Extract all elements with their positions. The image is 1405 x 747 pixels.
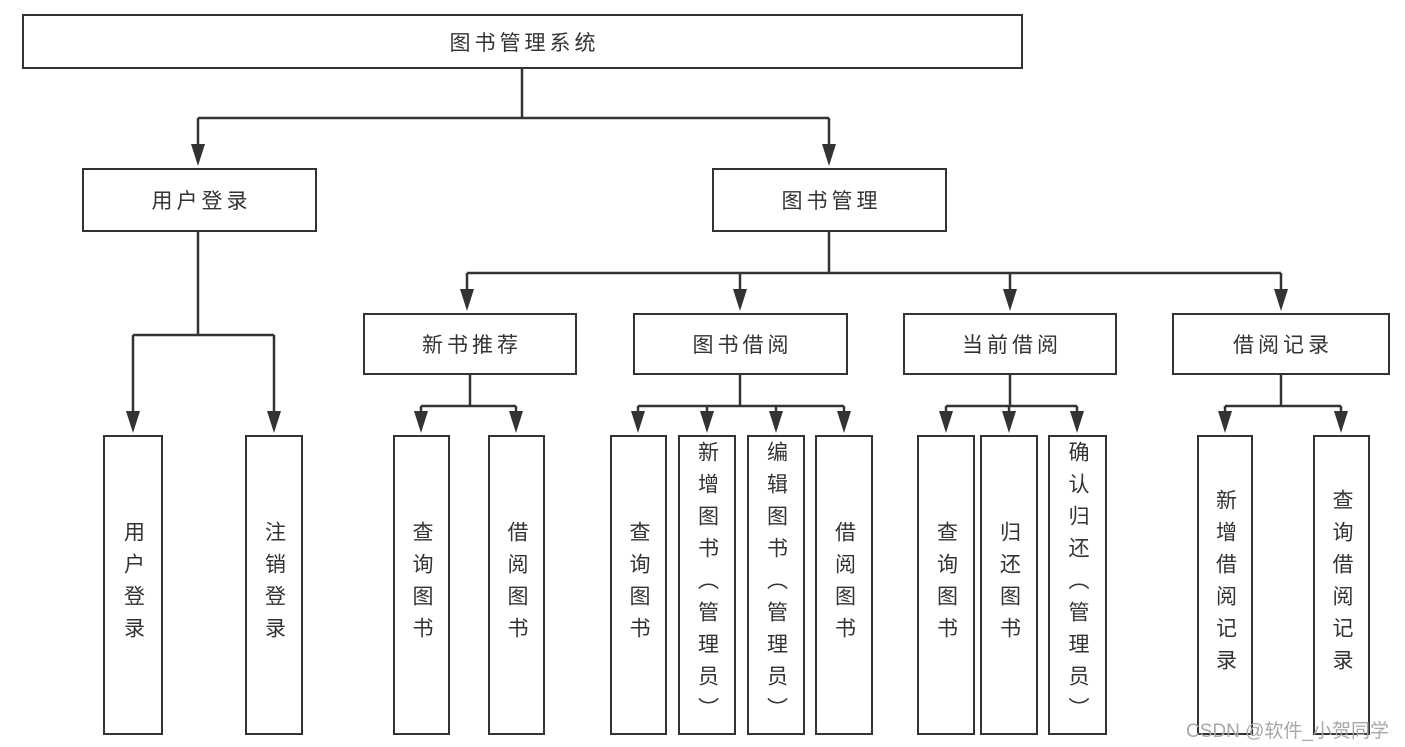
leaf-user-login: 用户登录 xyxy=(103,435,163,735)
leaf-query-borrow-record: 查询借阅记录 xyxy=(1313,435,1370,735)
leaf-label: 查询图书 xyxy=(627,521,650,649)
leaf-borrow-books-recommend: 借阅图书 xyxy=(488,435,545,735)
node-label: 借阅记录 xyxy=(1233,334,1333,357)
leaf-add-books-admin: 新增图书（管理员） xyxy=(678,435,736,735)
arrow-down-icon xyxy=(822,144,836,166)
arrow-down-icon xyxy=(1274,289,1288,311)
arrow-down-icon xyxy=(267,411,281,433)
branch-node-label: 用户登录 xyxy=(151,190,252,213)
branch-node-book-management: 图书管理 xyxy=(712,168,947,232)
branch-node-user-login: 用户登录 xyxy=(82,168,317,232)
node-label: 图书借阅 xyxy=(692,334,793,357)
branch-node-label: 图书管理 xyxy=(781,190,882,213)
leaf-return-books: 归还图书 xyxy=(980,435,1038,735)
arrow-down-icon xyxy=(509,411,523,433)
node-new-book-recommend: 新书推荐 xyxy=(363,313,577,375)
node-label: 当前借阅 xyxy=(962,334,1062,357)
root-node-label: 图书管理系统 xyxy=(449,31,600,55)
arrow-down-icon xyxy=(1003,289,1017,311)
arrow-down-icon xyxy=(1002,411,1016,433)
leaf-query-books-borrow: 查询图书 xyxy=(610,435,667,735)
leaf-query-books-current: 查询图书 xyxy=(917,435,975,735)
arrow-down-icon xyxy=(631,411,645,433)
leaf-confirm-return-admin: 确认归还（管理员） xyxy=(1048,435,1107,735)
arrow-down-icon xyxy=(460,289,474,311)
leaf-edit-books-admin: 编辑图书（管理员） xyxy=(747,435,805,735)
arrow-down-icon xyxy=(1334,411,1348,433)
node-current-borrow: 当前借阅 xyxy=(903,313,1117,375)
leaf-label: 用户登录 xyxy=(121,521,145,649)
leaf-label: 注销登录 xyxy=(262,521,286,649)
arrow-down-icon xyxy=(837,411,851,433)
tree-edges xyxy=(131,69,1343,413)
leaf-label: 查询图书 xyxy=(410,521,433,649)
arrow-down-icon xyxy=(414,411,428,433)
csdn-watermark: CSDN @软件_小贺同学 xyxy=(1186,721,1389,742)
node-book-borrow: 图书借阅 xyxy=(633,313,848,375)
arrow-down-icon xyxy=(700,411,714,433)
leaf-borrow-books: 借阅图书 xyxy=(815,435,873,735)
leaf-label: 借阅图书 xyxy=(832,521,856,649)
leaf-label: 新增图书（管理员） xyxy=(695,441,719,729)
arrow-down-icon xyxy=(769,411,783,433)
root-node-library-system: 图书管理系统 xyxy=(22,14,1023,69)
leaf-label: 编辑图书（管理员） xyxy=(764,441,788,729)
leaf-label: 借阅图书 xyxy=(505,521,528,649)
leaf-label: 查询图书 xyxy=(934,521,958,649)
leaf-label: 归还图书 xyxy=(997,521,1021,649)
arrow-down-icon xyxy=(1070,411,1084,433)
arrow-down-icon xyxy=(939,411,953,433)
leaf-label: 新增借阅记录 xyxy=(1213,489,1237,681)
leaf-label: 查询借阅记录 xyxy=(1330,489,1353,681)
node-borrow-records: 借阅记录 xyxy=(1172,313,1390,375)
arrow-down-icon xyxy=(126,411,140,433)
leaf-query-books-recommend: 查询图书 xyxy=(393,435,450,735)
arrow-down-icon xyxy=(1218,411,1232,433)
arrow-down-icon xyxy=(191,144,205,166)
node-label: 新书推荐 xyxy=(422,334,522,357)
leaf-logout-login: 注销登录 xyxy=(245,435,303,735)
leaf-add-borrow-record: 新增借阅记录 xyxy=(1197,435,1253,735)
leaf-label: 确认归还（管理员） xyxy=(1066,441,1089,729)
arrow-down-icon xyxy=(733,289,747,311)
